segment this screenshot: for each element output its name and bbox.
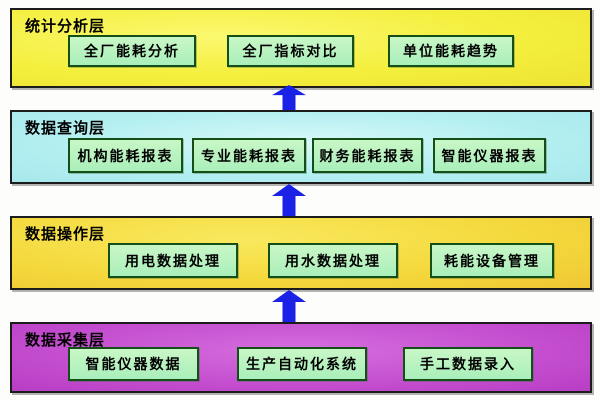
node-smart-instrument-data: 智能仪器数据 bbox=[68, 347, 199, 381]
node-unit-energy-trend: 单位能耗趋势 bbox=[388, 35, 514, 67]
layer-label-data-operation: 数据操作层 bbox=[25, 225, 106, 243]
node-manual-data-entry: 手工数据录入 bbox=[403, 347, 533, 381]
layer-statistical-analysis: 统计分析层 全厂能耗分析 全厂指标对比 单位能耗趋势 bbox=[10, 8, 592, 88]
layer-label-data-collection: 数据采集层 bbox=[25, 331, 106, 349]
up-arrow-icon bbox=[272, 85, 306, 113]
node-organization-energy-report: 机构能耗报表 bbox=[68, 138, 183, 173]
up-arrow-icon bbox=[272, 184, 306, 217]
node-energy-equipment-management: 耗能设备管理 bbox=[430, 243, 554, 278]
layer-data-query: 数据查询层 机构能耗报表 专业能耗报表 财务能耗报表 智能仪器报表 bbox=[10, 110, 592, 184]
node-production-automation-system: 生产自动化系统 bbox=[237, 347, 367, 381]
node-plant-energy-analysis: 全厂能耗分析 bbox=[68, 35, 196, 67]
up-arrow-shape bbox=[272, 184, 306, 217]
node-smart-instrument-report: 智能仪器报表 bbox=[433, 138, 546, 173]
layer-label-data-query: 数据查询层 bbox=[25, 119, 106, 137]
layer-label-statistical-analysis: 统计分析层 bbox=[25, 17, 106, 35]
node-finance-energy-report: 财务能耗报表 bbox=[312, 138, 423, 173]
node-specialty-energy-report: 专业能耗报表 bbox=[192, 138, 306, 173]
layer-data-operation: 数据操作层 用电数据处理 用水数据处理 耗能设备管理 bbox=[10, 216, 592, 290]
up-arrow-shape bbox=[272, 290, 306, 323]
up-arrow-icon bbox=[272, 290, 306, 323]
node-water-data-processing: 用水数据处理 bbox=[268, 243, 398, 278]
node-electricity-data-processing: 用电数据处理 bbox=[108, 243, 238, 278]
layer-data-collection: 数据采集层 智能仪器数据 生产自动化系统 手工数据录入 bbox=[10, 322, 592, 393]
up-arrow-shape bbox=[272, 85, 306, 113]
node-plant-indicator-comparison: 全厂指标对比 bbox=[227, 35, 354, 67]
